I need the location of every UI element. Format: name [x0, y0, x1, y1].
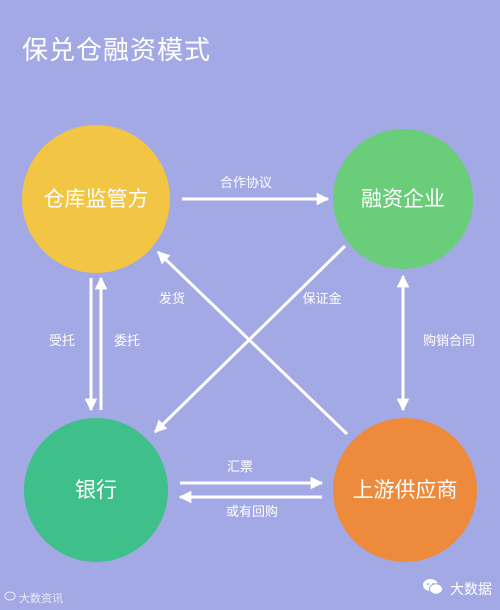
- edge-label-remit: 汇票: [227, 460, 253, 475]
- edge-label-buyback: 或有回购: [226, 504, 278, 520]
- page-title: 保兑仓融资模式: [22, 36, 212, 66]
- edge-label-entrust-right: 委托: [114, 334, 140, 349]
- node-bank-circle: [24, 418, 168, 562]
- node-warehouse-label: 仓库监管方: [44, 187, 149, 211]
- node-supplier-circle: [333, 418, 477, 562]
- chat-bubble-icon: [4, 591, 16, 605]
- node-supplier-label: 上游供应商: [353, 478, 458, 502]
- watermark-right: 大数据: [422, 578, 492, 600]
- edge-label-entrust-left: 受托: [49, 334, 75, 349]
- edge-label-deposit: 保证金: [302, 291, 341, 307]
- node-warehouse-circle: [22, 125, 170, 273]
- arrow-ship: [156, 250, 349, 436]
- node-enterprise-label: 融资企业: [361, 187, 445, 211]
- watermark-left: 大数资讯: [4, 590, 63, 606]
- edge-label-ship: 发货: [159, 291, 185, 307]
- node-enterprise-circle: [333, 129, 473, 269]
- edge-label-cooperation: 合作协议: [220, 176, 272, 191]
- node-bank-label: 银行: [75, 478, 117, 502]
- wechat-icon: [422, 578, 444, 600]
- watermark-left-text: 大数资讯: [19, 592, 63, 605]
- watermark-right-text: 大数据: [450, 582, 492, 598]
- edge-label-purchase: 购销合同: [423, 333, 475, 349]
